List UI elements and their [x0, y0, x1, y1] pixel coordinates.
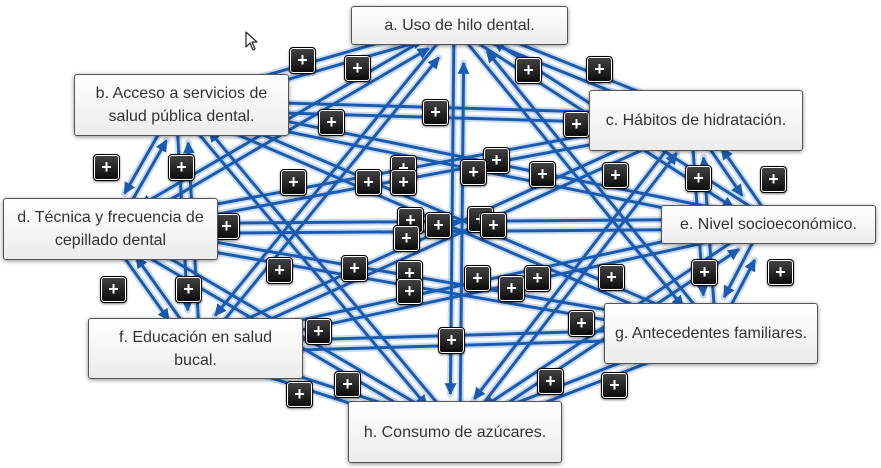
- node-a-label: a. Uso de hilo dental.: [384, 17, 535, 34]
- add-connection-button-11[interactable]: +: [483, 147, 510, 174]
- add-connection-button-44[interactable]: +: [286, 381, 313, 408]
- add-connection-button-6[interactable]: +: [318, 109, 345, 136]
- add-connection-button-24[interactable]: +: [480, 212, 507, 239]
- node-b-label: b. Acceso a servicios de salud pública d…: [95, 85, 268, 125]
- node-e-label: e. Nivel socioeconómico.: [680, 216, 857, 233]
- add-connection-button-7[interactable]: +: [563, 111, 590, 138]
- add-connection-button-2[interactable]: +: [344, 55, 371, 82]
- add-connection-button-37[interactable]: +: [396, 278, 423, 305]
- add-connection-button-38[interactable]: +: [568, 310, 595, 337]
- node-h-sugar-consumption[interactable]: h. Consumo de azúcares.: [348, 401, 562, 463]
- connection-arrow-h-c: [463, 152, 678, 429]
- node-f-label: f. Educación en salud bucal.: [119, 328, 272, 369]
- add-connection-button-3[interactable]: +: [515, 57, 542, 84]
- add-connection-button-40[interactable]: +: [438, 327, 465, 354]
- node-h-label: h. Consumo de azúcares.: [363, 423, 547, 441]
- add-connection-button-30[interactable]: +: [498, 275, 525, 302]
- add-connection-button-17[interactable]: +: [602, 162, 629, 189]
- add-connection-button-14[interactable]: +: [280, 169, 307, 196]
- add-connection-button-19[interactable]: +: [760, 166, 787, 193]
- node-a-flossing[interactable]: a. Uso de hilo dental.: [351, 6, 568, 45]
- node-d-label: d. Técnica y frecuencia de cepillado den…: [17, 209, 204, 249]
- connection-arrow-c-h: [473, 123, 688, 400]
- add-connection-button-34[interactable]: +: [767, 259, 794, 286]
- add-connection-button-29[interactable]: +: [464, 265, 491, 292]
- connection-arrow-g-a: [485, 50, 710, 324]
- add-connection-button-4[interactable]: +: [586, 56, 613, 83]
- connection-arrow-f-c: [205, 138, 665, 350]
- node-f-oral-health-education[interactable]: f. Educación en salud bucal.: [88, 318, 303, 379]
- add-connection-button-25[interactable]: +: [393, 225, 420, 252]
- add-connection-button-36[interactable]: +: [175, 276, 202, 303]
- add-connection-button-32[interactable]: +: [598, 264, 625, 291]
- add-connection-button-42[interactable]: +: [537, 368, 564, 395]
- add-connection-button-27[interactable]: +: [266, 257, 293, 284]
- add-connection-button-22[interactable]: +: [425, 212, 452, 239]
- add-connection-button-31[interactable]: +: [524, 265, 551, 292]
- add-connection-button-12[interactable]: +: [460, 159, 487, 186]
- connection-arrow-a-f: [214, 28, 450, 317]
- add-connection-button-43[interactable]: +: [601, 372, 628, 399]
- node-c-hydration-habits[interactable]: c. Hábitos de hidratación.: [589, 90, 803, 151]
- node-e-socioeconomic-level[interactable]: e. Nivel socioeconómico.: [661, 205, 876, 244]
- node-g-label: g. Antecedentes familiares.: [614, 325, 808, 342]
- add-connection-button-33[interactable]: +: [691, 259, 718, 286]
- add-connection-button-5[interactable]: +: [422, 99, 449, 126]
- connection-arrow-e-c: [720, 147, 768, 214]
- node-c-label: c. Hábitos de hidratación.: [605, 112, 787, 129]
- connection-arrow-e-d: [146, 217, 758, 230]
- add-connection-button-18[interactable]: +: [685, 165, 712, 192]
- add-connection-button-9[interactable]: +: [168, 154, 195, 181]
- add-connection-button-1[interactable]: +: [289, 47, 316, 74]
- connection-arrow-h-a: [457, 61, 470, 423]
- node-g-family-history[interactable]: g. Antecedentes familiares.: [604, 303, 818, 364]
- connection-arrow-c-f: [226, 118, 686, 330]
- add-connection-button-15[interactable]: +: [355, 169, 382, 196]
- add-connection-button-13[interactable]: +: [529, 161, 556, 188]
- connection-arrow-h-b: [208, 129, 454, 423]
- connection-arrow-b-h: [182, 114, 428, 408]
- add-connection-button-16[interactable]: +: [390, 169, 417, 196]
- mouse-cursor-icon: [245, 31, 258, 51]
- add-connection-button-8[interactable]: +: [93, 154, 120, 181]
- add-connection-button-35[interactable]: +: [100, 276, 127, 303]
- node-b-public-dental-access[interactable]: b. Acceso a servicios de salud pública d…: [74, 74, 289, 136]
- add-connection-button-39[interactable]: +: [305, 318, 332, 345]
- add-connection-button-41[interactable]: +: [334, 371, 361, 398]
- node-d-brushing-technique[interactable]: d. Técnica y frecuencia de cepillado den…: [3, 198, 218, 260]
- add-connection-button-26[interactable]: +: [341, 255, 368, 282]
